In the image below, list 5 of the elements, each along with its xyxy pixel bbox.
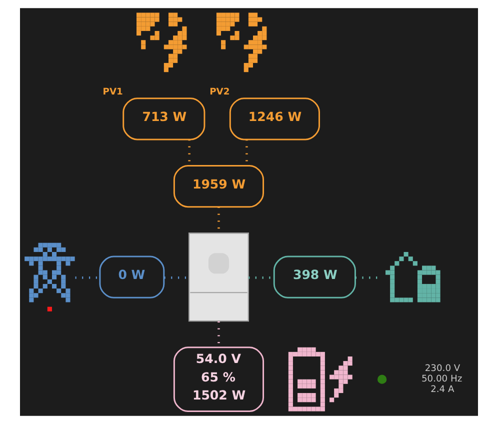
node-label: 2.4 A (430, 384, 454, 395)
node-label: 50.00 Hz (421, 374, 462, 384)
node-label: PV1 (102, 87, 123, 98)
node-label: 230.0 V (424, 364, 460, 374)
node-label: PV2 (210, 87, 230, 98)
